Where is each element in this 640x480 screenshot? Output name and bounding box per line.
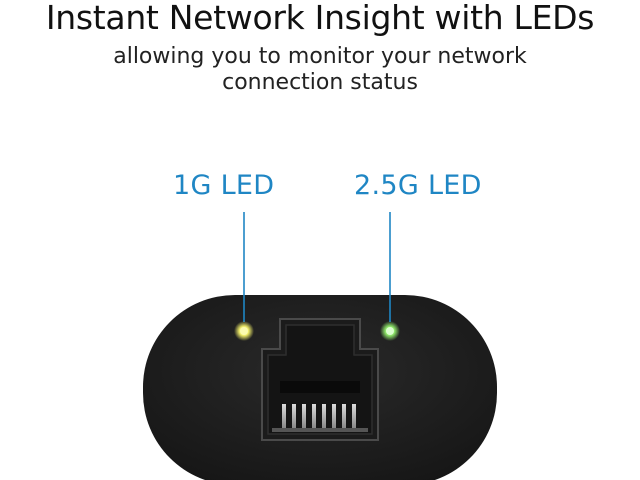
- subtitle-line-2: connection status: [222, 70, 418, 95]
- led-1g-label: 1G LED: [173, 170, 275, 201]
- port-pins: [282, 404, 356, 428]
- led-25g-indicator: [380, 321, 400, 341]
- led-1g-indicator: [234, 321, 254, 341]
- rj45-port-icon: [261, 318, 379, 441]
- page-title: Instant Network Insight with LEDs: [45, 0, 595, 37]
- subtitle-line-1: allowing you to monitor your network: [113, 44, 527, 69]
- page-subtitle: allowing you to monitor your network con…: [0, 44, 640, 96]
- led-25g-label: 2.5G LED: [354, 170, 482, 201]
